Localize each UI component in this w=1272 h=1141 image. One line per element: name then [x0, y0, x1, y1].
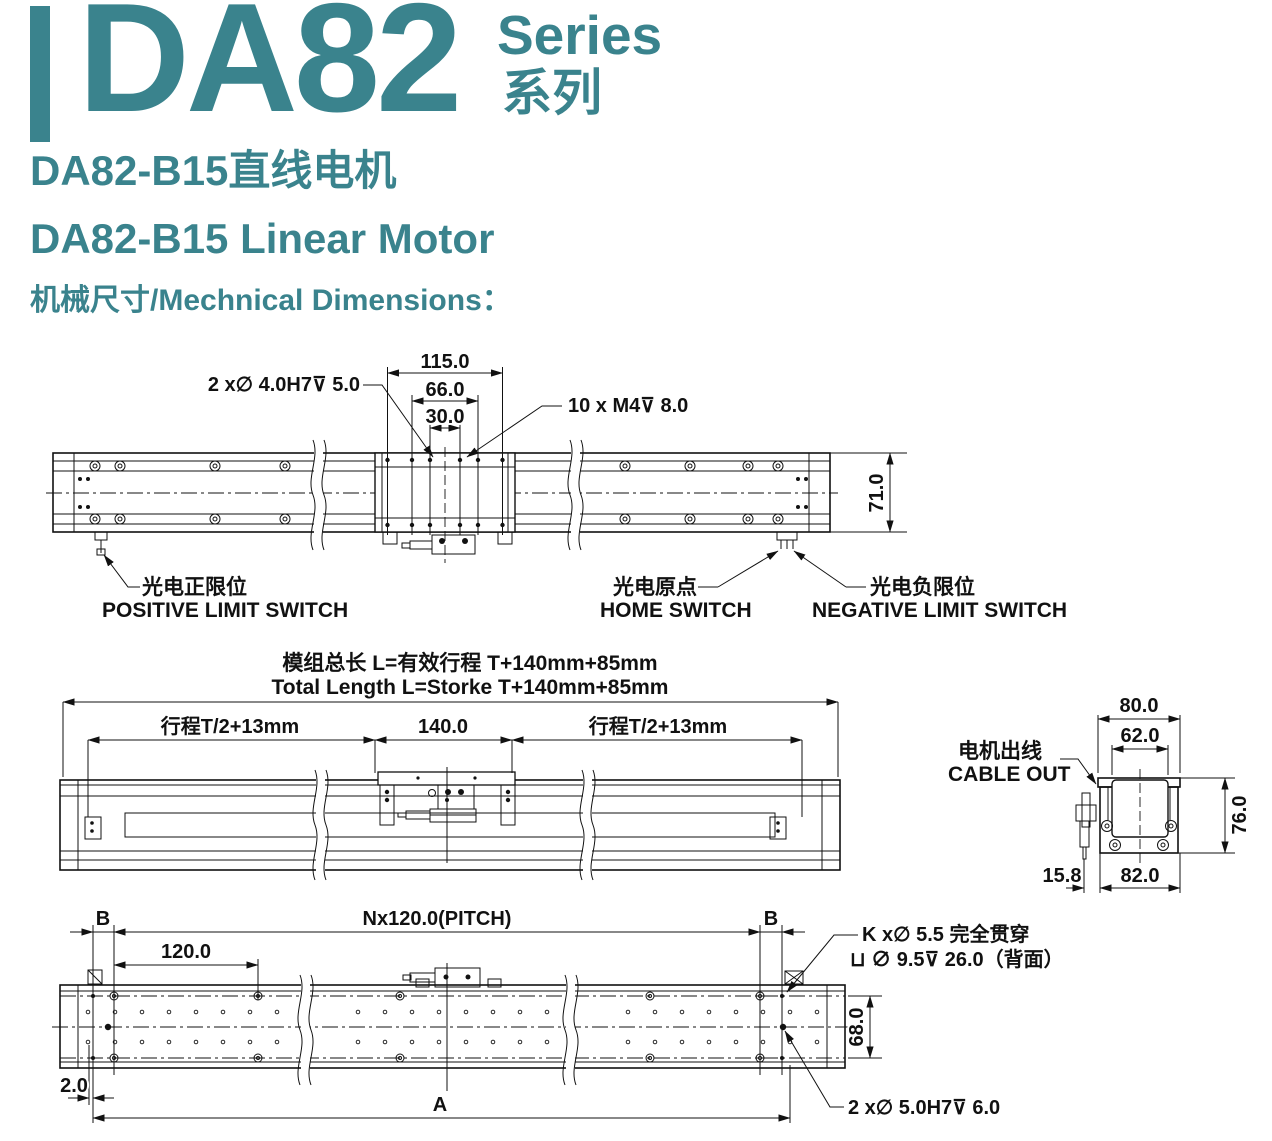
dim-76: 76.0 [1229, 796, 1251, 835]
break-lines [297, 974, 579, 1086]
side-view-rail [59, 767, 841, 881]
positive-limit-label-en: POSITIVE LIMIT SWITCH [102, 599, 348, 622]
positive-switch-dog [94, 531, 108, 556]
cable-out-label-cn: 电机出线 [958, 739, 1042, 763]
note-pin-holes: 2 x∅ 4.0H7⊽ 5.0 [208, 374, 360, 396]
side-and-end-view-drawing: 模组总长 L=有效行程 T+140mm+85mm Total Length L=… [59, 650, 1253, 893]
dim-30: 30.0 [426, 406, 465, 428]
right-switch-bracket [769, 816, 787, 840]
home-switch-label-en: HOME SWITCH [600, 599, 752, 622]
product-title-cn: DA82-B15直线电机 [30, 147, 397, 194]
section-title: 机械尺寸/Mechnical Dimensions： [30, 284, 512, 317]
home-sensor-body [382, 447, 513, 563]
switch-labels: 光电正限位 POSITIVE LIMIT SWITCH 光电原点 HOME SW… [101, 550, 1069, 624]
end-view-screws [1101, 820, 1177, 851]
break-lines [310, 439, 584, 551]
series-label-en: Series [497, 4, 663, 66]
series-code: DA82 [78, 0, 462, 144]
dim-80: 80.0 [1120, 695, 1159, 717]
dim-66: 66.0 [426, 379, 465, 401]
product-title-en: DA82-B15 Linear Motor [30, 215, 495, 262]
top-view-drawing: 115.0 66.0 30.0 2 x∅ 4.0H7⊽ 5.0 10 x M4⊽… [46, 349, 1069, 624]
positive-limit-label-cn: 光电正限位 [141, 575, 247, 599]
end-view [1075, 769, 1181, 863]
break-lines [312, 769, 596, 881]
negative-limit-label-cn: 光电负限位 [869, 575, 975, 599]
dim-pitch: Nx120.0(PITCH) [363, 908, 512, 930]
top-view-dimensions: 115.0 66.0 30.0 2 x∅ 4.0H7⊽ 5.0 10 x M4⊽… [206, 349, 907, 535]
cable-out-label-en: CABLE OUT [948, 763, 1071, 786]
right-switch-dog [784, 970, 804, 985]
home-switch-label-cn: 光电原点 [612, 575, 697, 599]
dim-140: 140.0 [418, 716, 468, 738]
dim-15-8: 15.8 [1043, 865, 1082, 887]
side-view-dimensions: 模组总长 L=有效行程 T+140mm+85mm Total Length L=… [62, 650, 839, 817]
end-view-dimensions: 80.0 62.0 76.0 15.8 82.0 电机出线 CABLE OUT [947, 693, 1253, 893]
dim-b-left: B [96, 908, 110, 930]
cable-connector [1075, 792, 1097, 860]
dim-b-right: B [764, 908, 778, 930]
total-length-label-en: Total Length L=Storke T+140mm+85mm [272, 676, 669, 699]
brand-accent-bar [30, 6, 50, 142]
bottom-view-dimensions: B Nx120.0(PITCH) B 120.0 K x∅ 5.5 完全贯穿 ⊔… [58, 906, 1066, 1123]
dim-62: 62.0 [1121, 725, 1160, 747]
note-k-holes-line2: ⊔ ∅ 9.5⊽ 26.0（背面） [850, 947, 1064, 971]
stroke-left-label: 行程T/2+13mm [160, 714, 299, 738]
dim-120: 120.0 [161, 941, 211, 963]
home-sensor-body [402, 963, 502, 1091]
dim-115: 115.0 [421, 351, 470, 373]
series-label-cn: 系列 [502, 65, 602, 121]
side-view-carriage [377, 767, 516, 863]
motor-coil [1111, 779, 1169, 838]
dim-2: 2.0 [60, 1075, 88, 1097]
stroke-right-label: 行程T/2+13mm [588, 714, 727, 738]
dim-82: 82.0 [1121, 865, 1160, 887]
dim-68: 68.0 [846, 1008, 868, 1047]
bottom-view-drawing: B Nx120.0(PITCH) B 120.0 K x∅ 5.5 完全贯穿 ⊔… [52, 906, 1066, 1123]
note-tapped-holes: 10 x M4⊽ 8.0 [568, 395, 688, 417]
note-pin-holes: 2 x∅ 5.0H7⊽ 6.0 [848, 1097, 1000, 1119]
note-k-holes-line1: K x∅ 5.5 完全贯穿 [862, 922, 1029, 946]
total-length-label-cn: 模组总长 L=有效行程 T+140mm+85mm [282, 651, 657, 675]
dim-a: A [433, 1094, 447, 1116]
negative-limit-label-en: NEGATIVE LIMIT SWITCH [812, 599, 1067, 622]
rail-mount-holes [78, 460, 808, 525]
bottom-small-holes [85, 1009, 820, 1045]
left-switch-dog [87, 969, 103, 985]
top-view-rail [46, 439, 838, 563]
left-switch-bracket [84, 816, 102, 840]
dim-71: 71.0 [866, 474, 888, 513]
home-negative-switch-dog [776, 531, 798, 549]
bottom-view-rail [52, 963, 853, 1091]
